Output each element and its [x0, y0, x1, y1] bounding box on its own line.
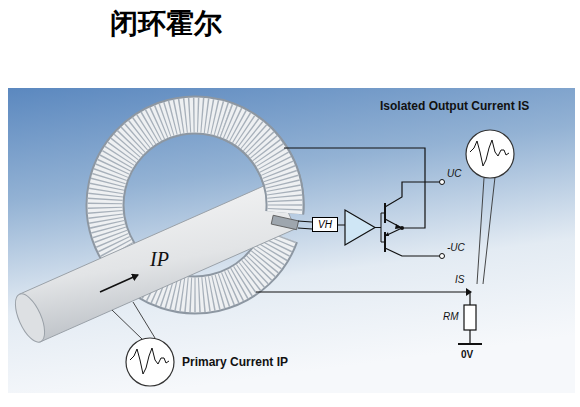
current-symbol: IP	[150, 248, 169, 271]
current-label: IS	[455, 274, 464, 286]
pnp-arrow	[385, 232, 389, 236]
ground-bar	[458, 343, 482, 345]
title-text: 闭环霍尔	[110, 8, 222, 40]
amp-input-wire	[338, 225, 345, 226]
hall-wires	[298, 221, 312, 229]
supply-label: UC	[447, 168, 461, 180]
callout-label: Isolated Output Current IS	[380, 100, 529, 114]
supply-terminal	[440, 180, 445, 185]
output-waveform	[470, 140, 509, 166]
background-panel	[8, 88, 575, 393]
output-wire	[256, 292, 470, 343]
current-arrow	[100, 275, 138, 292]
primary-callout	[126, 338, 174, 386]
supply-terminal	[440, 254, 445, 259]
hall-element	[271, 215, 298, 229]
current-arrowhead	[466, 288, 472, 296]
leader-line	[112, 302, 155, 339]
primary-waveform	[130, 348, 169, 374]
junction-dot	[400, 226, 404, 230]
ground-label: 0V	[461, 349, 473, 361]
callout-label: Primary Current IP	[182, 356, 288, 370]
toroid-front	[226, 120, 285, 212]
transistor-pair	[284, 148, 440, 256]
leader-line	[477, 177, 495, 284]
primary-conductor	[9, 181, 295, 346]
output-callout	[466, 130, 514, 178]
resistor-symbol	[464, 305, 476, 330]
resistor-label: RM	[443, 311, 459, 323]
amplifier-symbol	[345, 210, 375, 245]
base-wires	[375, 213, 385, 242]
sensor-voltage-box: VH	[312, 217, 338, 232]
supply-label: -UC	[447, 242, 465, 254]
node-text: VH	[318, 219, 332, 231]
